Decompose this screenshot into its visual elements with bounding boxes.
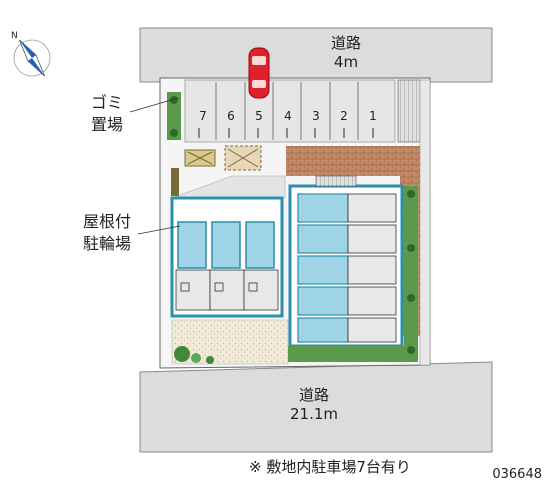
- compass-icon: [13, 39, 51, 77]
- stairs: [315, 175, 357, 187]
- lower-walkway: [171, 319, 289, 365]
- parking-dividers: [215, 82, 359, 140]
- brick-walkway: [286, 146, 420, 176]
- left-building: [170, 196, 284, 318]
- garbage-label-2: 置場: [91, 115, 123, 134]
- leader-garbage: [129, 97, 179, 113]
- parking-spot-7: 7: [199, 109, 207, 123]
- shrub-icon: [407, 190, 415, 198]
- shrub-icon: [170, 96, 178, 104]
- road-top-width: 4m: [334, 53, 358, 71]
- side-hedge: [171, 168, 179, 196]
- parking-spot-2: 2: [340, 109, 348, 123]
- shrub-icon: [407, 244, 415, 252]
- garbage-area: [184, 145, 262, 171]
- parking-spot-4: 4: [284, 109, 292, 123]
- right-building-units: [297, 193, 397, 343]
- right-edge-strip: [419, 79, 431, 366]
- road-top: [139, 27, 493, 83]
- shrub-icon: [206, 356, 214, 364]
- left-hedge: [167, 92, 181, 140]
- car-icon: [248, 47, 270, 99]
- bike-label-1: 屋根付: [83, 212, 131, 231]
- road-top-label: 道路: [331, 34, 361, 52]
- parking-area: [184, 79, 396, 143]
- shrub-icon: [407, 346, 415, 354]
- bottom-hedge: [288, 346, 404, 362]
- tree-icon: [174, 346, 190, 362]
- bike-label-2: 駐輪場: [83, 234, 131, 253]
- shrub-icon: [407, 294, 415, 302]
- property-id: 036648: [492, 467, 542, 482]
- parking-spot-5: 5: [255, 109, 263, 123]
- road-bottom-width: 21.1m: [290, 405, 338, 423]
- parking-spot-6: 6: [227, 109, 235, 123]
- parking-note: ※ 敷地内駐車場7台有り: [249, 458, 411, 476]
- garbage-label-1: ゴミ: [91, 93, 123, 112]
- parking-spot-3: 3: [312, 109, 320, 123]
- leader-bike: [137, 225, 181, 235]
- right-hedge: [404, 186, 418, 362]
- compass-north-label: N: [11, 31, 18, 41]
- road-bottom-label: 道路: [299, 386, 329, 404]
- stair-strip: [397, 79, 421, 143]
- shrub-icon: [170, 129, 178, 137]
- wheel-stops: [198, 128, 374, 138]
- parking-spot-1: 1: [369, 109, 377, 123]
- shrub-icon: [191, 353, 201, 363]
